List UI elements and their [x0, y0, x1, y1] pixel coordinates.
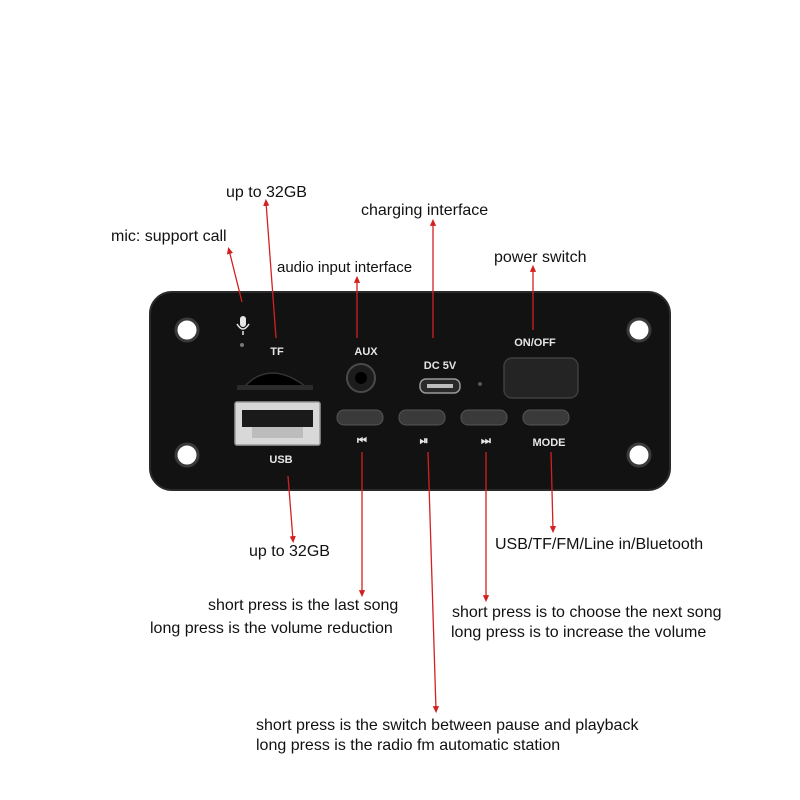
mode-label: MODE [533, 437, 566, 449]
mount-hole-top-right [626, 317, 652, 343]
arrow-tf [263, 198, 277, 339]
prev-desc-line2: long press is the volume reduction [150, 620, 393, 637]
power-label: power switch [494, 249, 586, 266]
power-switch[interactable] [503, 357, 579, 399]
tf-label: TF [270, 346, 284, 358]
next-button[interactable] [460, 409, 508, 426]
arrow-usb [287, 475, 296, 544]
usb-capacity-label: up to 32GB [249, 543, 330, 560]
next-desc-line2: long press is to increase the volume [451, 624, 706, 641]
tf-slot-edge [237, 385, 313, 390]
onoff-label: ON/OFF [514, 337, 556, 349]
aux-label: AUX [354, 346, 378, 358]
prev-desc-line1: short press is the last song [208, 597, 398, 614]
callout-arrows [226, 198, 557, 714]
mic-hole [240, 343, 244, 347]
next-desc-line1: short press is to choose the next song [452, 604, 721, 621]
panel-body [149, 291, 671, 491]
prev-button[interactable] [336, 409, 384, 426]
prev-icon: ⏮ [357, 435, 367, 447]
mp3-module-panel: TF USB AUX DC 5V ON/OFF ⏮ ⏯ ⏭ MODE [149, 291, 671, 491]
play-pause-button[interactable] [398, 409, 446, 426]
tf-capacity-label: up to 32GB [226, 184, 307, 201]
microphone-icon [236, 316, 250, 335]
mount-hole-bottom-right [626, 442, 652, 468]
status-led [478, 382, 482, 386]
usb-port-tongue [242, 410, 313, 427]
play-pause-icon: ⏯ [420, 435, 429, 447]
play-desc-line2: long press is the radio fm automatic sta… [256, 737, 560, 754]
aux-jack-hole [355, 372, 367, 384]
next-icon: ⏭ [481, 435, 491, 447]
charging-label: charging interface [361, 202, 488, 219]
mount-hole-top-left [174, 317, 200, 343]
arrow-play [427, 451, 439, 714]
arrow-mic [226, 246, 243, 303]
audio-input-label: audio input interface [277, 259, 412, 276]
usb-label: USB [269, 454, 292, 466]
modes-label: USB/TF/FM/Line in/Bluetooth [495, 536, 703, 553]
usb-port-contacts [252, 427, 303, 438]
mic-label: mic: support call [111, 228, 227, 245]
mount-hole-bottom-left [174, 442, 200, 468]
arrow-mode [549, 451, 557, 534]
micro-usb-contacts [427, 384, 453, 388]
dc-label: DC 5V [424, 360, 457, 372]
mode-button[interactable] [522, 409, 570, 426]
play-desc-line1: short press is the switch between pause … [256, 717, 639, 734]
